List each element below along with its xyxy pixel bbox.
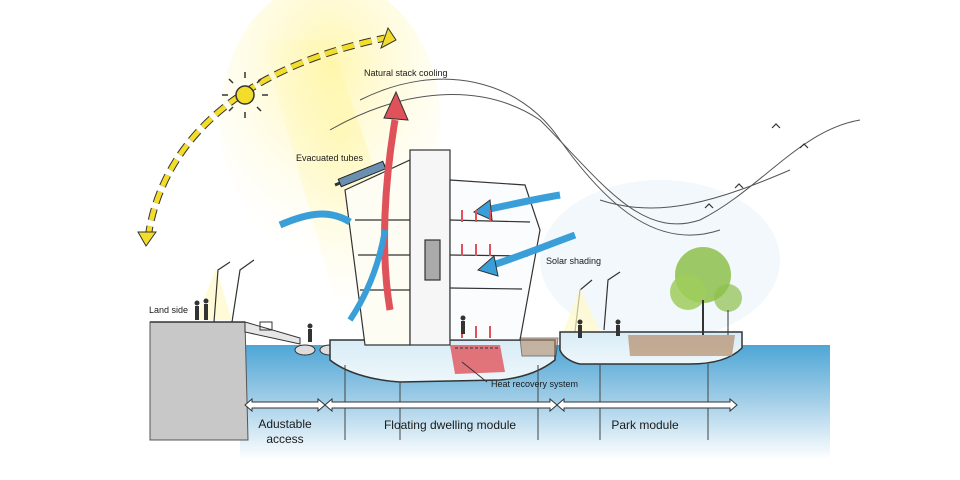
module-span-arrows	[244, 397, 738, 413]
label-stack-cooling: Natural stack cooling	[364, 68, 448, 78]
evacuated-tubes-panel	[337, 160, 387, 188]
label-land-side: Land side	[149, 305, 189, 315]
label-solar-shading: Solar shading	[546, 256, 602, 266]
dwelling-hull	[329, 339, 556, 383]
label-evacuated-tubes: Evacuated tubes	[296, 153, 364, 163]
trees	[670, 247, 742, 335]
wind-lines	[329, 78, 861, 236]
airflow-arrows	[278, 90, 577, 338]
people	[194, 298, 621, 342]
birds	[704, 123, 809, 209]
module-label-dwelling: Floating dwelling module	[383, 418, 517, 432]
park-platform	[519, 331, 743, 365]
sun-icon	[222, 72, 268, 118]
sun-path-arrow	[137, 26, 397, 247]
label-heat-recovery: Heat recovery system	[491, 379, 579, 389]
land-ground	[149, 321, 249, 441]
module-label-access: Adustable access	[258, 417, 312, 446]
module-label-park: Park module	[611, 418, 679, 432]
